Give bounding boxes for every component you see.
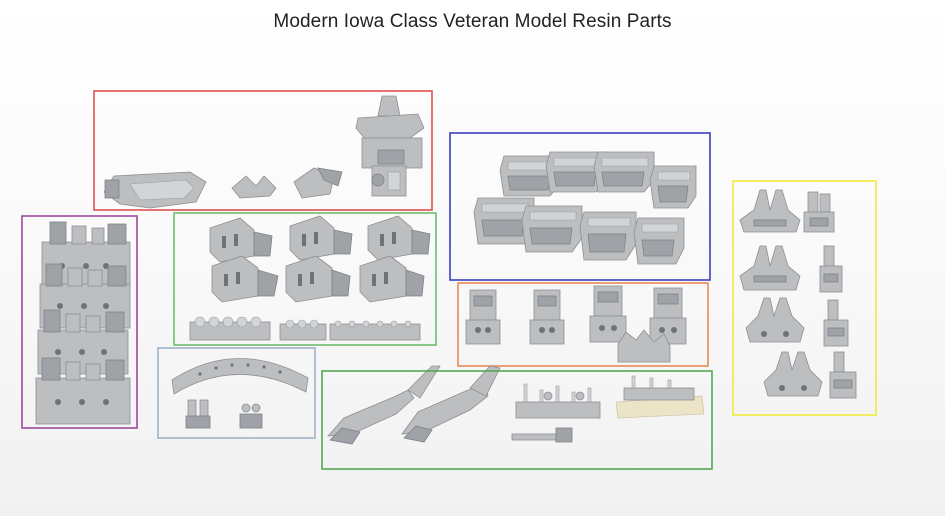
red-frame <box>93 90 433 211</box>
blue-group-launchers <box>473 151 697 265</box>
green-upper-frame <box>173 212 437 346</box>
yellow-group-parts <box>739 189 857 399</box>
green-lower-frame <box>321 370 713 470</box>
blue-frame <box>449 132 711 281</box>
light-blue-frame <box>157 347 316 439</box>
orange-group-mounts <box>465 285 687 363</box>
yellow-frame <box>732 180 877 416</box>
green-group-lower-parts <box>327 365 705 445</box>
photo-title: Modern Iowa Class Veteran Model Resin Pa… <box>273 11 672 32</box>
green-group-shields <box>189 215 431 341</box>
red-group-parts <box>103 95 425 209</box>
light-blue-group-parts <box>171 358 309 429</box>
purple-group-mounts <box>35 221 131 425</box>
orange-frame <box>457 282 709 367</box>
purple-frame <box>21 215 138 429</box>
